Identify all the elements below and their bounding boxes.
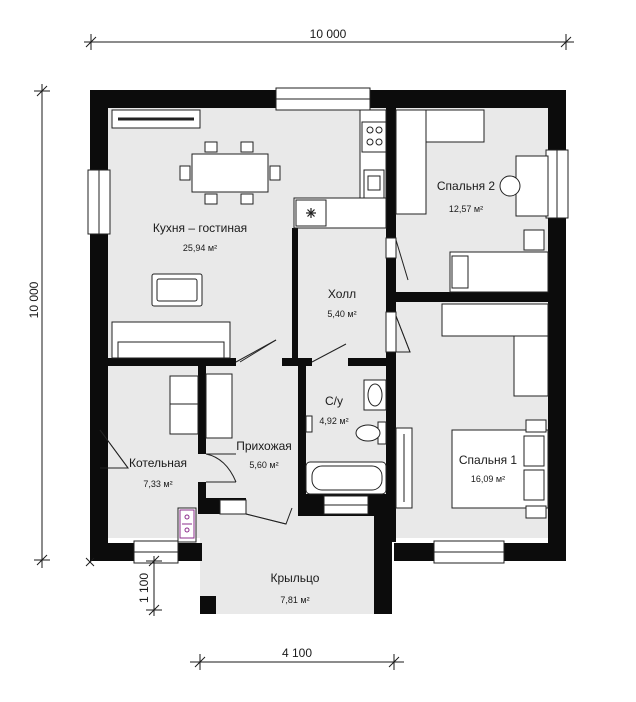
boiler [177, 507, 197, 543]
room-entrance-name: Прихожая [236, 439, 292, 453]
desk-chair [499, 175, 521, 197]
room-bathroom-name: С/у [325, 394, 343, 408]
chair [240, 141, 254, 153]
entrance-wardrobe [205, 373, 233, 439]
room-boiler-name: Котельная [129, 456, 187, 470]
wardrobe [395, 109, 427, 215]
dining-table [191, 153, 269, 193]
room-hall-name: Холл [328, 287, 356, 301]
windows [87, 87, 569, 564]
chair [269, 165, 281, 181]
room-bathroom-area: 4,92 м² [319, 416, 348, 426]
room-entrance-area: 5,60 м² [249, 460, 278, 470]
doors [99, 237, 411, 525]
towel-rail [305, 415, 313, 433]
dimension-lines [34, 34, 574, 670]
room-bedroom1-name: Спальня 1 [459, 453, 518, 467]
chair [179, 165, 191, 181]
window-entrance [219, 499, 247, 515]
boiler-cabinet [169, 375, 199, 435]
sink [361, 121, 387, 153]
room-porch-name: Крыльцо [271, 571, 320, 585]
dim-top-width: 10 000 [310, 27, 347, 41]
room-bedroom2-area: 12,57 м² [449, 204, 483, 214]
dim-left-height: 10 000 [27, 281, 41, 318]
dim-porch-depth: 1 100 [137, 573, 151, 603]
gas-boiler [179, 509, 195, 539]
chair [204, 193, 218, 205]
porch-steps [200, 596, 216, 614]
room-boiler-area: 7,33 м² [143, 479, 172, 489]
chair [204, 141, 218, 153]
room-bedroom2-name: Спальня 2 [437, 179, 496, 193]
wardrobe [425, 109, 485, 143]
room-kitchen-name: Кухня – гостиная [153, 221, 247, 235]
chair [240, 193, 254, 205]
wardrobe [441, 303, 549, 337]
room-kitchen-area: 25,94 м² [183, 243, 217, 253]
room-bedroom1-area: 16,09 м² [471, 474, 505, 484]
room-hall-area: 5,40 м² [327, 309, 356, 319]
desk [515, 155, 549, 217]
dim-bottom-width: 4 100 [282, 646, 312, 660]
star-burner-icon [306, 208, 316, 218]
furniture [111, 109, 549, 543]
room-porch-area: 7,81 м² [280, 595, 309, 605]
wardrobe [513, 335, 549, 397]
